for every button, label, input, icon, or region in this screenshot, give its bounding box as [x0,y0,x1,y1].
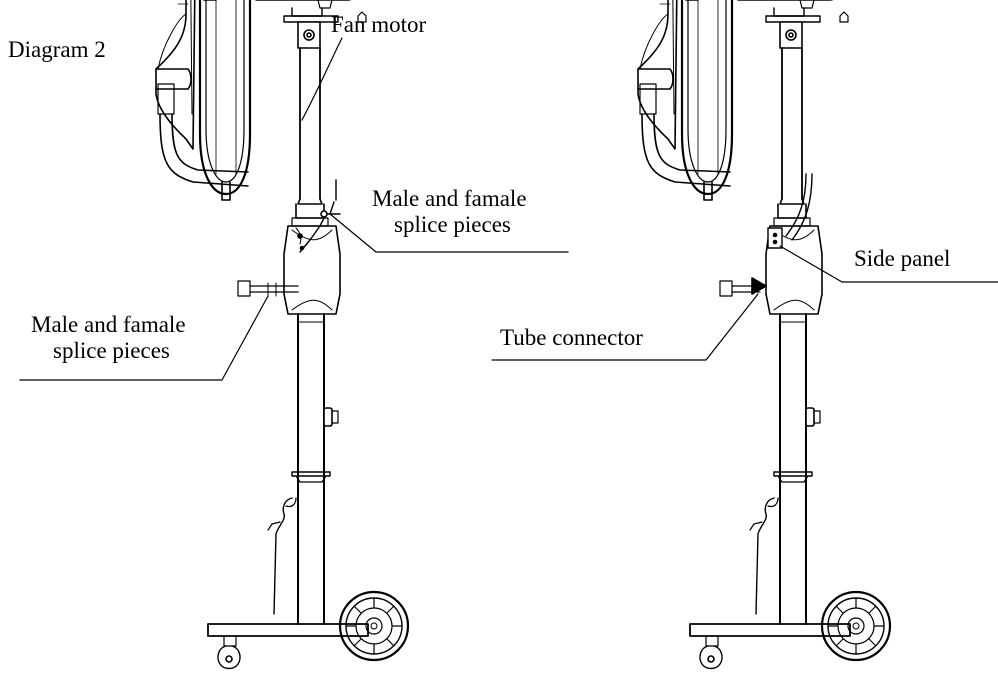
label-splice-bottom: Male and famale splice pieces [31,312,186,364]
leader-tube-connector [491,293,759,361]
label-splice-top: Male and famale splice pieces [372,186,527,238]
fan-left-drawing [154,0,410,670]
label-tube-connector: Tube connector [500,325,643,350]
label-splice-top-line2: splice pieces [394,212,511,237]
label-fan-motor: Fan motor [331,12,427,37]
label-splice-bottom-line2: splice pieces [53,338,170,363]
leader-splice-bottom [19,295,269,381]
label-splice-top-line1: Male and famale [372,186,527,211]
fan-right-drawing [636,0,892,670]
leader-side-panel [779,245,998,283]
leader-splice-top [329,213,569,253]
leader-fan-motor [301,37,343,121]
label-splice-bottom-line1: Male and famale [31,312,186,337]
diagram-title: Diagram 2 [8,37,106,62]
label-side-panel: Side panel [854,246,951,271]
